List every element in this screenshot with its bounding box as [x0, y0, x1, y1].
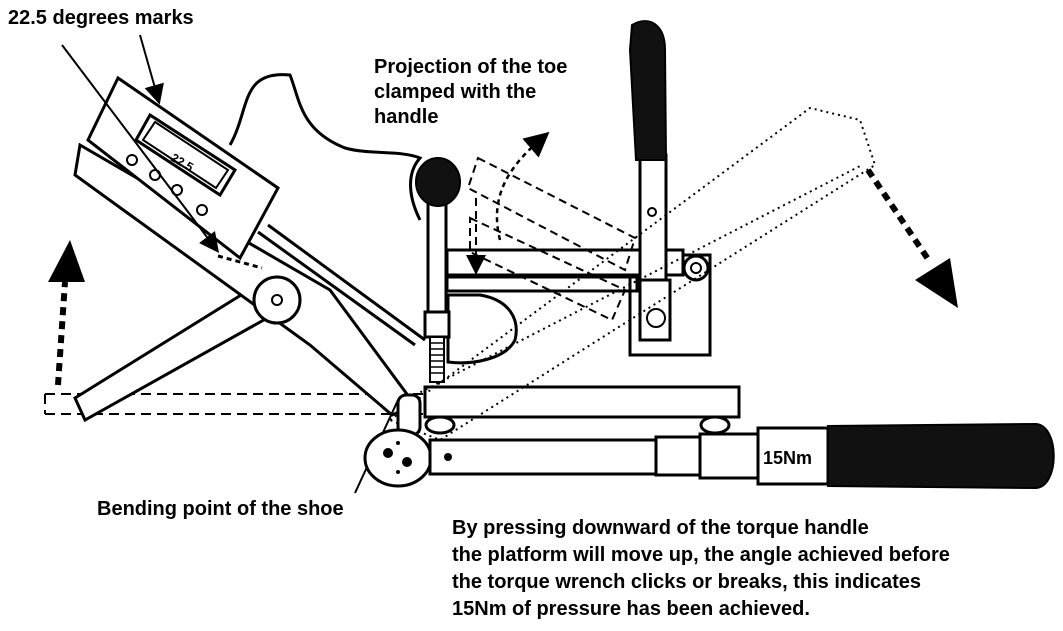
- label-toe-projection-line-2: clamped with the: [374, 81, 537, 103]
- description-line-4: 15Nm of pressure has been achieved.: [452, 598, 810, 620]
- label-toe-projection-line-3: handle: [374, 106, 439, 128]
- description-line-2: the platform will move up, the angle ach…: [452, 544, 950, 566]
- angle-gauge: 22.5: [86, 75, 280, 261]
- marks-pointer-2: [139, 34, 164, 105]
- handle-down-arrow: [865, 168, 958, 308]
- label-description: By pressing downward of the torque handl…: [452, 515, 950, 623]
- label-toe-projection: Projection of the toe clamped with the h…: [374, 55, 567, 130]
- mark-pointer: [217, 254, 263, 270]
- projection-arrow: [495, 131, 550, 241]
- shoe-outline: [228, 73, 423, 221]
- torque-wrench: 15Nm: [363, 422, 1055, 490]
- toe-projection-dashed: [466, 156, 637, 322]
- label-degree-marks: 22.5 degrees marks: [8, 7, 194, 29]
- label-bending-point: Bending point of the shoe: [97, 498, 344, 520]
- clamp-screw: [415, 157, 461, 383]
- platform-up-arrow: [48, 240, 85, 386]
- base-plate-dashed: [44, 393, 425, 415]
- pivot-wheel: [252, 275, 302, 325]
- description-line-3: the torque wrench clicks or breaks, this…: [452, 571, 922, 593]
- torque-setting-label: 15Nm: [763, 448, 812, 468]
- description-line-1: By pressing downward of the torque handl…: [452, 517, 869, 539]
- clamp-lever: [628, 20, 710, 342]
- marks-pointer-1: [61, 44, 220, 253]
- label-toe-projection-line-1: Projection of the toe: [374, 56, 568, 78]
- toe-clamp: [446, 293, 518, 365]
